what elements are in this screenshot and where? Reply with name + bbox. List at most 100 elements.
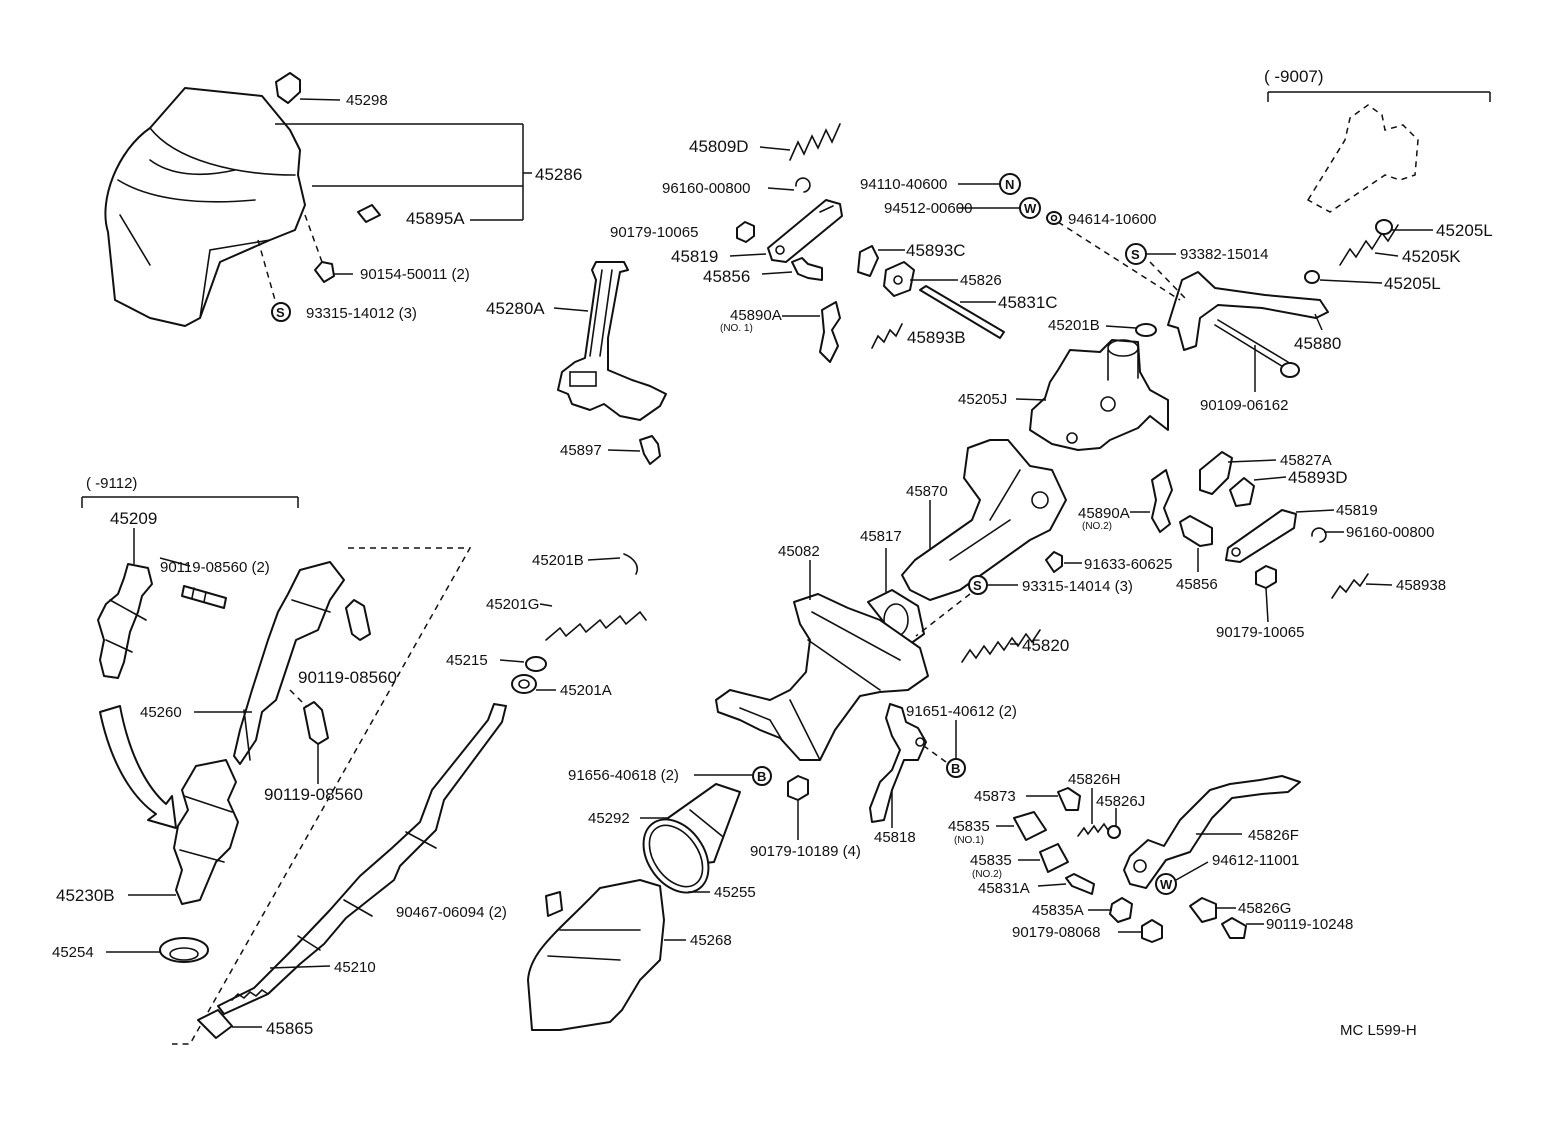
- label-45201B-mid: 45201B: [532, 552, 584, 569]
- bracket-45082: [715, 560, 929, 761]
- callout-labels: 45298 45286 45895A 90154-50011 (2) 93315…: [52, 67, 1493, 1039]
- plate-45827A: [1199, 451, 1277, 495]
- arrow-replacement: [99, 705, 177, 829]
- label-45826H: 45826H: [1068, 771, 1121, 788]
- label-45835-no2: 45835: [970, 852, 1012, 869]
- label-45890A-no1: 45890A: [730, 307, 782, 324]
- symbol-B-right: [923, 720, 966, 778]
- symbol-s-letter-3: S: [973, 578, 982, 593]
- symbol-s-letter-1: S: [276, 305, 285, 320]
- label-45819-top: 45819: [671, 247, 718, 266]
- plate-45819: [729, 199, 843, 263]
- label-93315-14014: 93315-14014 (3): [1022, 578, 1133, 595]
- spring-45893B-right: [1331, 573, 1393, 599]
- label-90119-08560-a: 90119-08560: [298, 668, 397, 687]
- joint-45230B: [128, 759, 239, 905]
- pawl-45893C: [857, 245, 905, 277]
- label-90154-50011: 90154-50011 (2): [360, 266, 470, 283]
- stay-45818: [869, 703, 927, 828]
- label-91656-40618: 91656-40618 (2): [568, 767, 679, 784]
- spring-45826H: [1077, 788, 1109, 837]
- pad-45895A: [357, 204, 381, 223]
- label-94614-10600: 94614-10600: [1068, 211, 1156, 228]
- symbol-n-letter: N: [1005, 177, 1014, 192]
- clip-45201B-top: [1105, 323, 1157, 337]
- label-45856-right: 45856: [1176, 576, 1218, 593]
- bolt-45873: [1026, 787, 1081, 811]
- shaft-45210: [217, 703, 507, 1015]
- label-45286: 45286: [535, 165, 582, 184]
- label-45856-top: 45856: [703, 267, 750, 286]
- label-45893B-top: 45893B: [907, 328, 966, 347]
- label-45205J: 45205J: [958, 391, 1007, 408]
- symbol-B-left: [694, 766, 772, 786]
- label-93382-15014: 93382-15014: [1180, 246, 1268, 263]
- symbol-w-letter-bottom: W: [1160, 877, 1173, 892]
- label-91633-60625: 91633-60625: [1084, 556, 1172, 573]
- bolt-90109: [1214, 319, 1300, 392]
- spring-45201G: [539, 603, 647, 641]
- label-90467-06094: 90467-06094 (2): [396, 904, 507, 921]
- spring-45893B-top: [871, 323, 903, 349]
- label-90119-10248: 90119-10248: [1266, 916, 1353, 933]
- label-90119-08560-b: 90119-08560: [264, 785, 363, 804]
- pin-45856-right: [1179, 515, 1213, 572]
- label-45826: 45826: [960, 272, 1002, 289]
- spring-45809D: [759, 123, 841, 161]
- plate-45819-right: [1225, 509, 1335, 563]
- seal-45254: [106, 937, 209, 963]
- label-45210: 45210: [334, 959, 376, 976]
- clip-90467: [545, 891, 563, 917]
- spring-45820: [961, 629, 1041, 663]
- bolt-90119-08560-a: [345, 599, 371, 641]
- label-45819-right: 45819: [1336, 502, 1378, 519]
- label-45201G: 45201G: [486, 596, 539, 613]
- label-91651-40612: 91651-40612 (2): [906, 703, 1017, 720]
- symbol-S-93382: [1125, 243, 1186, 299]
- label-96160-00800-top: 96160-00800: [662, 180, 750, 197]
- label-45826F: 45826F: [1248, 827, 1299, 844]
- nut-90179-10065-right: [1255, 565, 1277, 623]
- label-45835-no1-note: (NO.1): [954, 835, 984, 846]
- label-45201A: 45201A: [560, 682, 612, 699]
- joint-45209: [97, 528, 153, 679]
- label-45826G: 45826G: [1238, 900, 1291, 917]
- label-93315-14012: 93315-14012 (3): [306, 305, 417, 322]
- clip-45201B-mid: [587, 553, 639, 575]
- label-45870: 45870: [906, 483, 948, 500]
- symbol-s-letter-2: S: [1131, 247, 1140, 262]
- label-45895A: 45895A: [406, 209, 465, 228]
- label-90119-08560-2: 90119-08560 (2): [160, 559, 270, 576]
- bushing-45865: [197, 1009, 262, 1039]
- label-45820: 45820: [1022, 636, 1069, 655]
- label-45809D: 45809D: [689, 137, 749, 156]
- bolt-90119-10248: [1221, 917, 1264, 939]
- label-45835-no2-note: (NO.2): [972, 869, 1002, 880]
- label-45826J: 45826J: [1096, 793, 1145, 810]
- label-45205L-a: 45205L: [1436, 221, 1493, 240]
- spring-45205K: [1304, 219, 1433, 284]
- nut-90179-10189: [787, 775, 809, 840]
- label-45831A: 45831A: [978, 880, 1030, 897]
- label-45298: 45298: [346, 92, 388, 109]
- ring-45215: [499, 656, 547, 672]
- label-45890A-no1-note: (NO. 1): [720, 323, 753, 334]
- range-note-9112: ( -9112): [86, 475, 137, 492]
- lower-cover-45268: [527, 879, 686, 1031]
- label-90109-06162: 90109-06162: [1200, 397, 1288, 414]
- upper-column-cover: [104, 87, 306, 327]
- block-45835-no1: [996, 811, 1047, 841]
- symbol-b-letter-right: B: [951, 761, 960, 776]
- label-94110-40600: 94110-40600: [860, 176, 947, 193]
- label-45254: 45254: [52, 944, 94, 961]
- washer-94614: [1046, 211, 1181, 301]
- range-note-9007: ( -9007): [1264, 67, 1324, 86]
- label-45209: 45209: [110, 509, 157, 528]
- screw-90154: [304, 214, 353, 283]
- label-45893D: 45893D: [1288, 468, 1348, 487]
- label-45831C: 45831C: [998, 293, 1058, 312]
- lever-45826F: [1123, 775, 1301, 889]
- lock-bracket-45280A: [553, 261, 667, 421]
- label-45818: 45818: [874, 829, 916, 846]
